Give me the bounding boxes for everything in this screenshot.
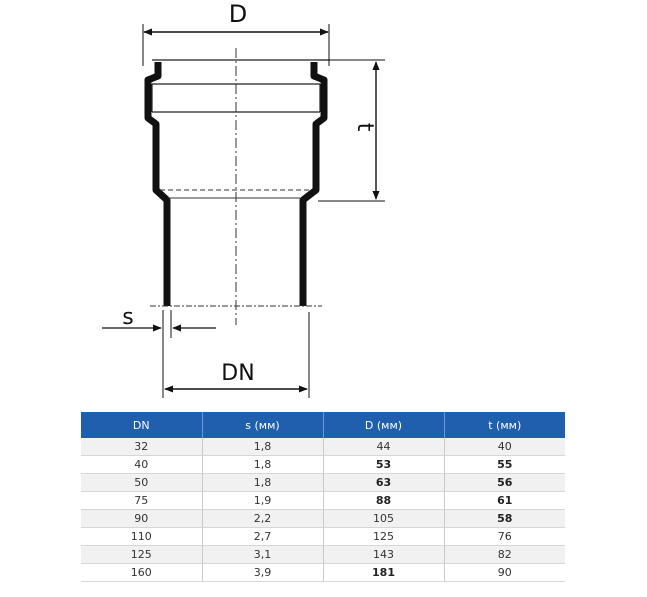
cell-dn: 110 [81, 527, 202, 546]
cell-d: 88 [322, 491, 444, 510]
cell-t: 58 [443, 509, 565, 528]
cell-t: 56 [443, 473, 565, 492]
table-header-row: DN s (мм) D (мм) t (мм) [81, 412, 565, 438]
cell-dn: 40 [81, 455, 202, 474]
cell-dn: 125 [81, 545, 202, 564]
cell-dn: 75 [81, 491, 202, 510]
cell-d: 105 [322, 509, 444, 528]
header-t: t (мм) [443, 412, 565, 438]
header-dn: DN [81, 412, 202, 438]
cell-t: 40 [443, 438, 565, 456]
cell-s: 3,1 [201, 545, 323, 564]
cell-dn: 160 [81, 563, 202, 582]
header-d: D (мм) [322, 412, 444, 438]
cell-dn: 90 [81, 509, 202, 528]
cell-s: 2,2 [201, 509, 323, 528]
cell-d: 181 [322, 563, 444, 582]
cell-d: 44 [322, 438, 444, 456]
cell-t: 55 [443, 455, 565, 474]
cell-d: 143 [322, 545, 444, 564]
right-wall [299, 62, 328, 306]
cell-d: 63 [322, 473, 444, 492]
left-wall [144, 62, 171, 306]
cell-t: 90 [443, 563, 565, 582]
cell-t: 76 [443, 527, 565, 546]
header-s: s (мм) [201, 412, 323, 438]
cell-s: 2,7 [201, 527, 323, 546]
cell-s: 1,8 [201, 455, 323, 474]
cell-t: 82 [443, 545, 565, 564]
cell-s: 1,9 [201, 491, 323, 510]
pipe-socket-drawing: D t s DN [102, 0, 385, 398]
cell-dn: 32 [81, 438, 202, 456]
dimension-s-label: s [122, 305, 133, 330]
dimension-d-label: D [229, 0, 247, 28]
cell-t: 61 [443, 491, 565, 510]
cell-s: 1,8 [201, 473, 323, 492]
cell-s: 3,9 [201, 563, 323, 582]
dimension-t-label: t [352, 123, 377, 132]
cell-d: 125 [322, 527, 444, 546]
cell-d: 53 [322, 455, 444, 474]
cell-dn: 50 [81, 473, 202, 492]
cell-s: 1,8 [201, 438, 323, 456]
dimension-dn-label: DN [221, 361, 254, 386]
